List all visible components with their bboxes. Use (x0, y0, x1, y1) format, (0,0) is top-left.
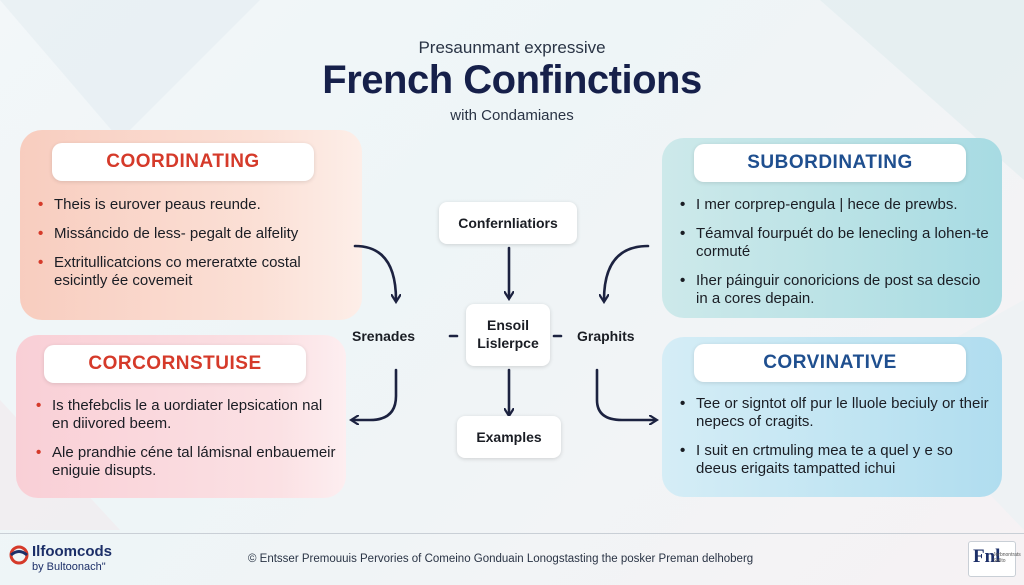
coordinating-panel: COORDINATING •Theis is eurover peaus reu… (20, 130, 362, 320)
arrow-bottom-right (595, 368, 655, 420)
subordinating-label: SUBORDINATING (694, 144, 966, 182)
corvinative-bullet-list: •Tee or signtot olf pur le lluole beciul… (674, 395, 994, 489)
node-examples: Examples (457, 416, 561, 458)
list-item: •Missáncido de less- pegalt de alfelity (38, 225, 299, 242)
bullet-dot: • (38, 254, 44, 271)
corcornstuise-panel: CORCORNSTUISE •Is thefebclis le a uordia… (16, 335, 346, 498)
list-item: •Ale prandhie céne tal lámisnal enbaueme… (36, 444, 336, 479)
arrow-top-left (353, 244, 396, 300)
list-item: •Extritullicatcions co mereratxte costal… (38, 254, 301, 289)
footer-copyright: © Entsser Premouuis Pervories of Comeino… (248, 553, 754, 565)
arrow-bottom-left (353, 368, 398, 420)
footer-divider (0, 533, 1024, 534)
brand-logo-icon (9, 545, 29, 565)
brand-tagline: by Bultoonach" (32, 561, 106, 573)
header-kicker: Presaunmant expressive (418, 38, 606, 57)
label-graphits: Graphits (577, 328, 635, 344)
bullet-dot: • (680, 196, 686, 213)
list-item: •Theis is eurover peaus reunde. (38, 196, 261, 213)
bullet-dot: • (38, 225, 44, 242)
page-subtitle: with Condamianes (450, 107, 574, 124)
label-srenades: Srenades (352, 328, 416, 344)
list-item: •I mer corprep-engula | hece de prewbs. (680, 196, 958, 213)
footer-badge: Fnl Jorbnontrats Sellto (968, 541, 1021, 577)
coordinating-label: COORDINATING (52, 143, 314, 181)
corvinative-label: CORVINATIVE (694, 344, 966, 382)
corvinative-panel: CORVINATIVE •Tee or signtot olf pur le l… (662, 337, 1002, 497)
subordinating-bullet-list: •I mer corprep-engula | hece de prewbs. … (674, 196, 994, 319)
bullet-dot: • (680, 272, 686, 289)
brand-name: Ilfoomcods (32, 543, 113, 560)
bullet-dot: • (36, 397, 42, 414)
list-item: •I suit en crtmuling mea te a quel y e s… (680, 442, 953, 477)
bullet-dot: • (36, 444, 42, 461)
footer-badge-mark: Fnl (973, 546, 1001, 567)
bullet-dot: • (680, 442, 686, 459)
corcornstuise-label: CORCORNSTUISE (44, 345, 306, 383)
bullet-dot: • (38, 196, 44, 213)
node-confernliatiors: Confernliatiors (439, 202, 577, 244)
list-item: •Is thefebclis le a uordiater lepsicatio… (36, 397, 323, 432)
footer-badge-text: Jorbnontrats Sellto (993, 552, 1021, 564)
corcornstuise-bullet-list: •Is thefebclis le a uordiater lepsicatio… (30, 397, 340, 491)
bullet-dot: • (680, 395, 686, 412)
bullet-dot: • (680, 225, 686, 242)
subordinating-panel: SUBORDINATING •I mer corprep-engula | he… (662, 138, 1002, 318)
node-ensoil-lislerpce: Ensoil Lislerpce (466, 304, 550, 366)
list-item: •Iher páinguir conoricions de post sa de… (680, 272, 981, 307)
node-ensoil-lislerpce-label: Ensoil Lislerpce (477, 317, 539, 351)
list-item: •Téamval fourpuét do be lenecling a lohe… (680, 225, 989, 260)
page-title: French Confinctions (322, 58, 702, 102)
arrow-top-right (604, 244, 650, 300)
coordinating-bullet-list: •Theis is eurover peaus reunde. •Missánc… (32, 196, 352, 301)
list-item: •Tee or signtot olf pur le lluole beciul… (680, 395, 989, 430)
